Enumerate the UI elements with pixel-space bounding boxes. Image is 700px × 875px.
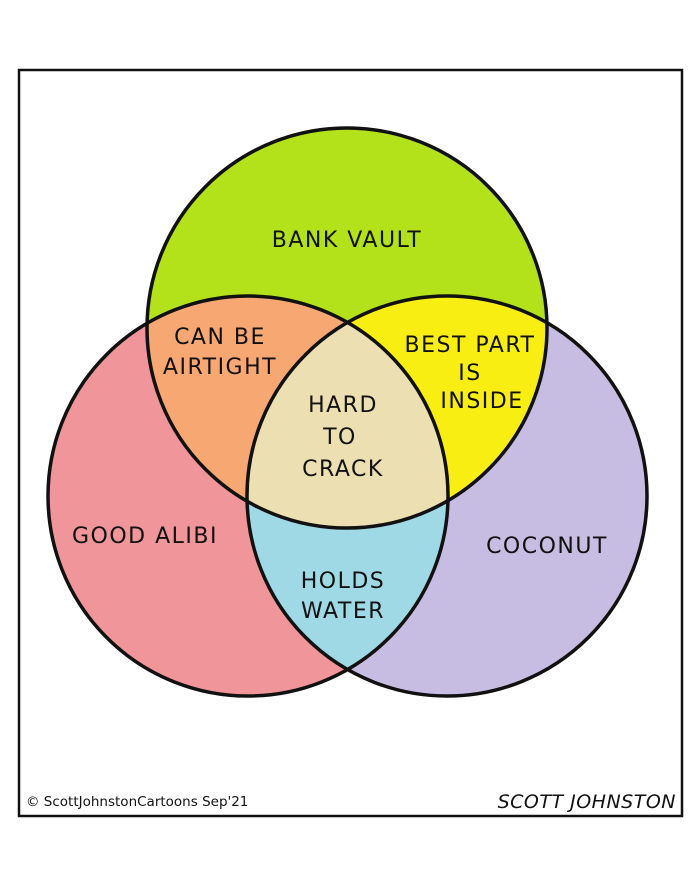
- label-coconut: COCONUT: [486, 534, 608, 559]
- outline-good-alibi: [46, 294, 450, 698]
- label-can-be-airtight-line-1: CAN BE: [174, 325, 266, 350]
- label-bank-vault: BANK VAULT: [272, 228, 422, 253]
- label-best-part-line-2: IS: [458, 361, 481, 386]
- label-hard-to-crack-line-2: TO: [322, 425, 357, 450]
- label-can-be-airtight-line-2: AIRTIGHT: [163, 355, 277, 380]
- label-best-part-line-3: INSIDE: [440, 389, 523, 414]
- artist-signature: SCOTT JOHNSTON: [498, 791, 676, 813]
- label-holds-water-line-1: HOLDS: [301, 569, 386, 594]
- circle-outlines: [46, 126, 649, 698]
- copyright-credit: © ScottJohnstonCartoons Sep'21: [26, 794, 248, 810]
- panel-frame: [17, 68, 684, 818]
- outline-coconut: [245, 294, 649, 698]
- outline-bank-vault: [145, 126, 549, 530]
- label-holds-water-line-2: WATER: [301, 599, 385, 624]
- label-good-alibi: GOOD ALIBI: [72, 524, 218, 549]
- label-hard-to-crack-line-1: HARD: [308, 393, 378, 418]
- label-hard-to-crack-line-3: CRACK: [302, 457, 384, 482]
- label-best-part-line-1: BEST PART: [405, 333, 536, 358]
